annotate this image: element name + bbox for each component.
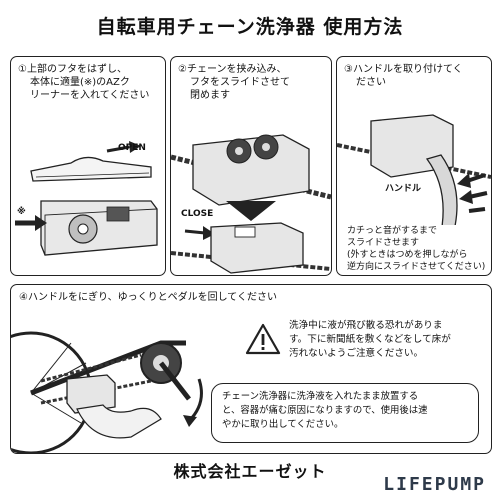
open-label: OPEN — [118, 143, 146, 153]
page-title: 自転車用チェーン洗浄器 使用方法 — [96, 16, 404, 38]
step-1-panel: ①上部のフタをはずし、 本体に適量(※)のAZク リーナーを入れてください OP… — [10, 56, 166, 276]
step-4-panel: ④ハンドルをにぎり、ゆっくりとペダルを回してください 洗浄中に液が飛び散る恐れが… — [10, 284, 492, 454]
company-name: 株式会社エーゼット — [173, 462, 327, 481]
step-2-illustration — [171, 134, 331, 274]
caution-box: チェーン洗浄器に洗浄液を入れたまま放置する と、容器が痛む原因になりますので、使… — [211, 383, 479, 443]
step-3-panel: ③ハンドルを取り付けてく ださい ハンドル カチっと音がするまで スライドさせま… — [336, 56, 492, 276]
caution-text: チェーン洗浄器に洗浄液を入れたまま放置する と、容器が痛む原因になりますので、使… — [222, 391, 428, 430]
step-3-text: ③ハンドルを取り付けてく ださい — [344, 64, 463, 88]
step-2-panel: ②チェーンを挟み込み、 フタをスライドさせて 閉めます CLOSE — [170, 56, 332, 276]
step-4-text: ④ハンドルをにぎり、ゆっくりとペダルを回してください — [19, 292, 277, 303]
warning-icon — [245, 323, 281, 355]
step-2-text: ②チェーンを挟み込み、 フタをスライドさせて 閉めます — [178, 64, 290, 101]
handle-label: ハンドル — [385, 184, 422, 194]
watermark: LIFEPUMP — [383, 474, 486, 495]
warning-text: 洗浄中に液が飛び散る恐れがありま す。下に新聞紙を敷くなどをして床が 汚れないよ… — [289, 320, 451, 359]
step-1-text: ①上部のフタをはずし、 本体に適量(※)のAZク リーナーを入れてください — [18, 64, 150, 101]
step-3-note: カチっと音がするまで スライドさせます (外すときはつめを押しながら 逆方向にス… — [347, 226, 486, 272]
step-1-illustration — [15, 141, 158, 256]
close-label: CLOSE — [181, 209, 214, 219]
step-4-illustration — [11, 331, 203, 453]
step-3-illustration — [337, 114, 491, 225]
note-mark: ※ — [17, 207, 26, 217]
